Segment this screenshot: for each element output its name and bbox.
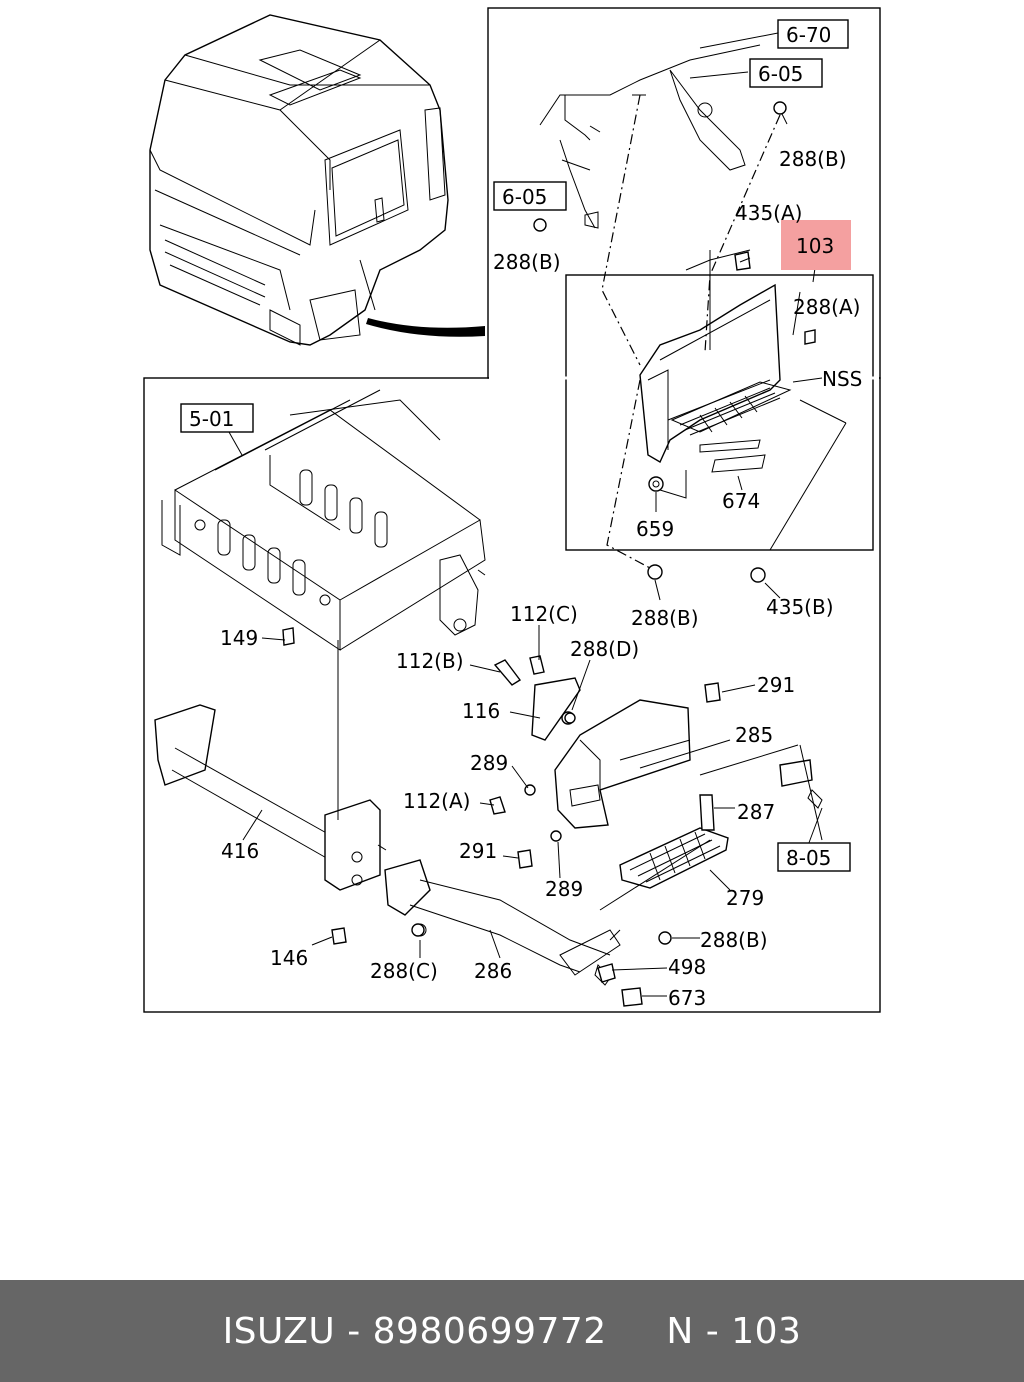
parts-diagram: 6-70 6-05 6-05 5-01 8-05 103 288(B) 435(… (143, 7, 881, 1013)
ref-6-05-left-label: 6-05 (502, 185, 547, 209)
part-291-label: 291 (459, 839, 497, 863)
step-detail-frame (565, 274, 874, 551)
part-116-label: 116 (462, 699, 500, 723)
ref-6-70-label: 6-70 (786, 23, 831, 47)
ref-box-5-01 (180, 403, 254, 433)
part-288d-label: 288(D) (570, 637, 639, 661)
ref-5-01-label: 5-01 (189, 407, 234, 431)
ref-box-6-05-left (493, 181, 567, 211)
step-assembly-illustration (533, 101, 816, 583)
part-673-label: 673 (668, 986, 706, 1010)
upper-bracket-illustration (539, 44, 761, 229)
part-146-label: 146 (270, 946, 308, 970)
part-674-label: 674 (722, 489, 760, 513)
part-103-label: 103 (796, 234, 834, 258)
part-288b-label: 288(B) (700, 928, 768, 952)
part-288b-label: 288(B) (493, 250, 561, 274)
highlight-103 (781, 220, 851, 270)
footer-bar: ISUZU - 8980699772 N - 103 (0, 1280, 1024, 1382)
ref-8-05-label: 8-05 (786, 846, 831, 870)
part-288b-label: 288(B) (631, 606, 699, 630)
part-289-label: 289 (545, 877, 583, 901)
chassis-frame-illustration (161, 389, 486, 651)
part-112a-label: 112(A) (403, 789, 470, 813)
part-nss-label: NSS (822, 367, 862, 391)
part-288b-label: 288(B) (779, 147, 847, 171)
ref-box-8-05 (777, 842, 851, 872)
part-416-label: 416 (221, 839, 259, 863)
part-287-label: 287 (737, 800, 775, 824)
step-pan-illustration (531, 677, 823, 829)
part-435a-label: 435(A) (735, 201, 802, 225)
part-285-label: 285 (735, 723, 773, 747)
part-288a-label: 288(A) (793, 295, 860, 319)
step-tread-illustration (619, 794, 729, 889)
ref-box-6-05-top (749, 58, 823, 88)
part-149-label: 149 (220, 626, 258, 650)
part-112b-label: 112(B) (396, 649, 464, 673)
part-288c-label: 288(C) (370, 959, 438, 983)
part-291-label: 291 (757, 673, 795, 697)
truck-cab-illustration (149, 14, 485, 346)
ref-6-05-top-label: 6-05 (758, 62, 803, 86)
part-435b-label: 435(B) (766, 595, 834, 619)
part-289-label: 289 (470, 751, 508, 775)
ref-box-6-70 (777, 19, 849, 49)
part-286-label: 286 (474, 959, 512, 983)
part-498-label: 498 (668, 955, 706, 979)
crossmember-illustration (154, 640, 381, 891)
part-279-label: 279 (726, 886, 764, 910)
part-659-label: 659 (636, 517, 674, 541)
part-112c-label: 112(C) (510, 602, 578, 626)
footer-part-number: ISUZU - 8980699772 N - 103 (222, 1310, 802, 1352)
